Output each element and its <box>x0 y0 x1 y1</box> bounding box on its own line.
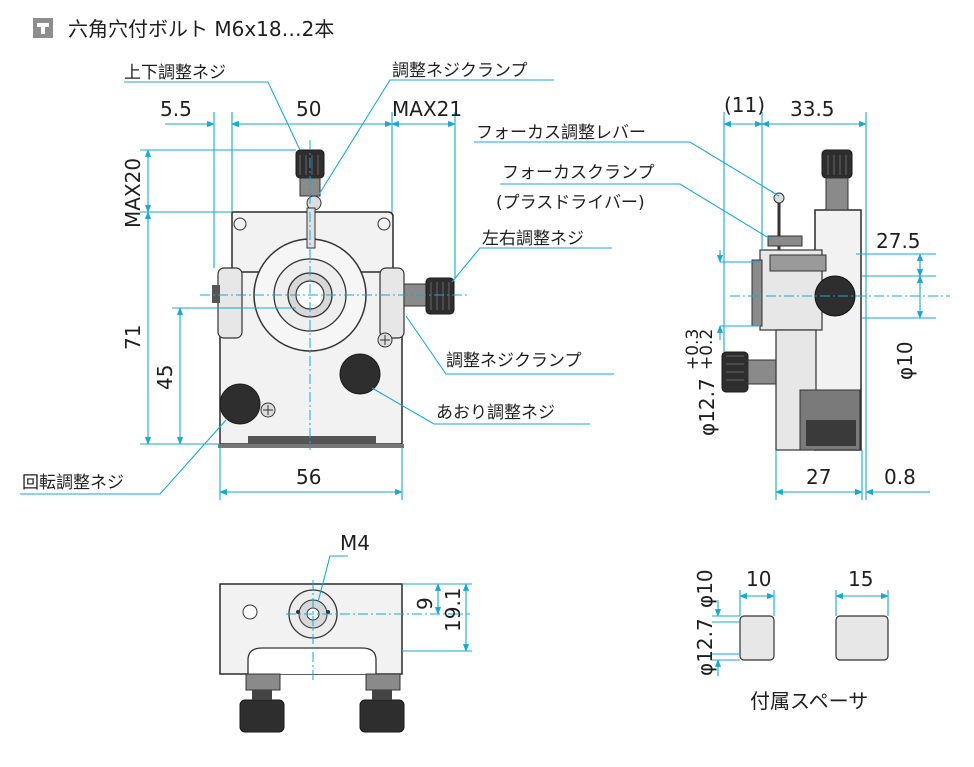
front-view-dims: 5.5 50 MAX21 56 MAX20 71 45 <box>121 97 470 500</box>
dim-33-5: 33.5 <box>790 97 835 121</box>
left-bracket <box>217 267 243 339</box>
label-clamp-right: 調整ネジクランプ <box>446 351 582 371</box>
dim-max21: MAX21 <box>392 97 462 121</box>
dim-19-1: 19.1 <box>441 587 465 632</box>
dim-spacer-phi12-7: φ12.7 <box>693 618 717 676</box>
side-top-knob <box>821 149 853 179</box>
lateral-adjust-knob <box>425 277 455 315</box>
dim-27-5: 27.5 <box>876 229 921 253</box>
bottom-view-dims: M4 9 19.1 <box>286 531 472 680</box>
dim-56: 56 <box>296 465 321 489</box>
dim-spacer-15: 15 <box>848 567 873 591</box>
dim-50: 50 <box>296 97 321 121</box>
dim-phi12-7-side: φ12.7 <box>695 378 719 436</box>
dim-spacer-phi10: φ10 <box>693 569 717 608</box>
label-tilt-adjust: あおり調整ネジ <box>436 403 555 423</box>
rotation-adjust-screw <box>219 383 261 425</box>
label-focus-lever: フォーカス調整レバー <box>476 123 646 143</box>
dim-spacer-10: 10 <box>746 567 771 591</box>
dim-m4: M4 <box>340 531 370 555</box>
label-focus-clamp-note: (プラスドライバー) <box>496 193 645 213</box>
header-title: 六角穴付ボルト M6x18…2本 <box>68 17 334 41</box>
dim-45: 45 <box>153 365 177 390</box>
label-focus-clamp: フォーカスクランプ <box>502 163 655 183</box>
label-clamp-top: 調整ネジクランプ <box>392 61 528 81</box>
label-rotation-adjust: 回転調整ネジ <box>22 473 124 493</box>
label-lateral-adjust: 左右調整ネジ <box>482 229 584 249</box>
dim-phi10-side: φ10 <box>893 341 917 380</box>
front-view-labels: 上下調整ネジ 調整ネジクランプ 左右調整ネジ 調整ネジクランプ あおり調整ネジ … <box>20 61 614 495</box>
side-view-labels: フォーカス調整レバー フォーカスクランプ (プラスドライバー) <box>474 123 780 241</box>
lens-holder-edge <box>751 259 763 327</box>
spacer-caption: 付属スペーサ <box>750 689 868 713</box>
spacer-15 <box>835 615 889 661</box>
front-view <box>212 149 455 448</box>
side-view <box>721 149 862 451</box>
spacer-10 <box>739 615 775 661</box>
spacers: 10 15 φ10 φ12.7 付属スペーサ <box>693 567 889 713</box>
right-bracket <box>379 267 405 339</box>
label-vertical-adjust: 上下調整ネジ <box>124 63 226 83</box>
dim-max20: MAX20 <box>121 158 145 228</box>
dim-11: (11) <box>724 93 765 117</box>
tol-plus: +0.3 <box>683 329 703 370</box>
dim-5-5: 5.5 <box>160 97 192 121</box>
bottom-view <box>219 583 405 733</box>
bottom-knob-left <box>239 699 285 733</box>
dim-27: 27 <box>806 465 831 489</box>
dim-9: 9 <box>413 597 437 610</box>
tol-minus: +0.2 <box>697 329 717 370</box>
dim-71: 71 <box>121 325 145 350</box>
dim-0-8: 0.8 <box>884 465 916 489</box>
side-view-dims: (11) 33.5 27.5 φ10 φ12.7 +0.3 +0.2 27 0.… <box>683 93 950 500</box>
bottom-knob-right <box>359 699 405 733</box>
hex-bolt-icon <box>33 18 53 38</box>
tilt-adjust-screw <box>339 353 381 395</box>
